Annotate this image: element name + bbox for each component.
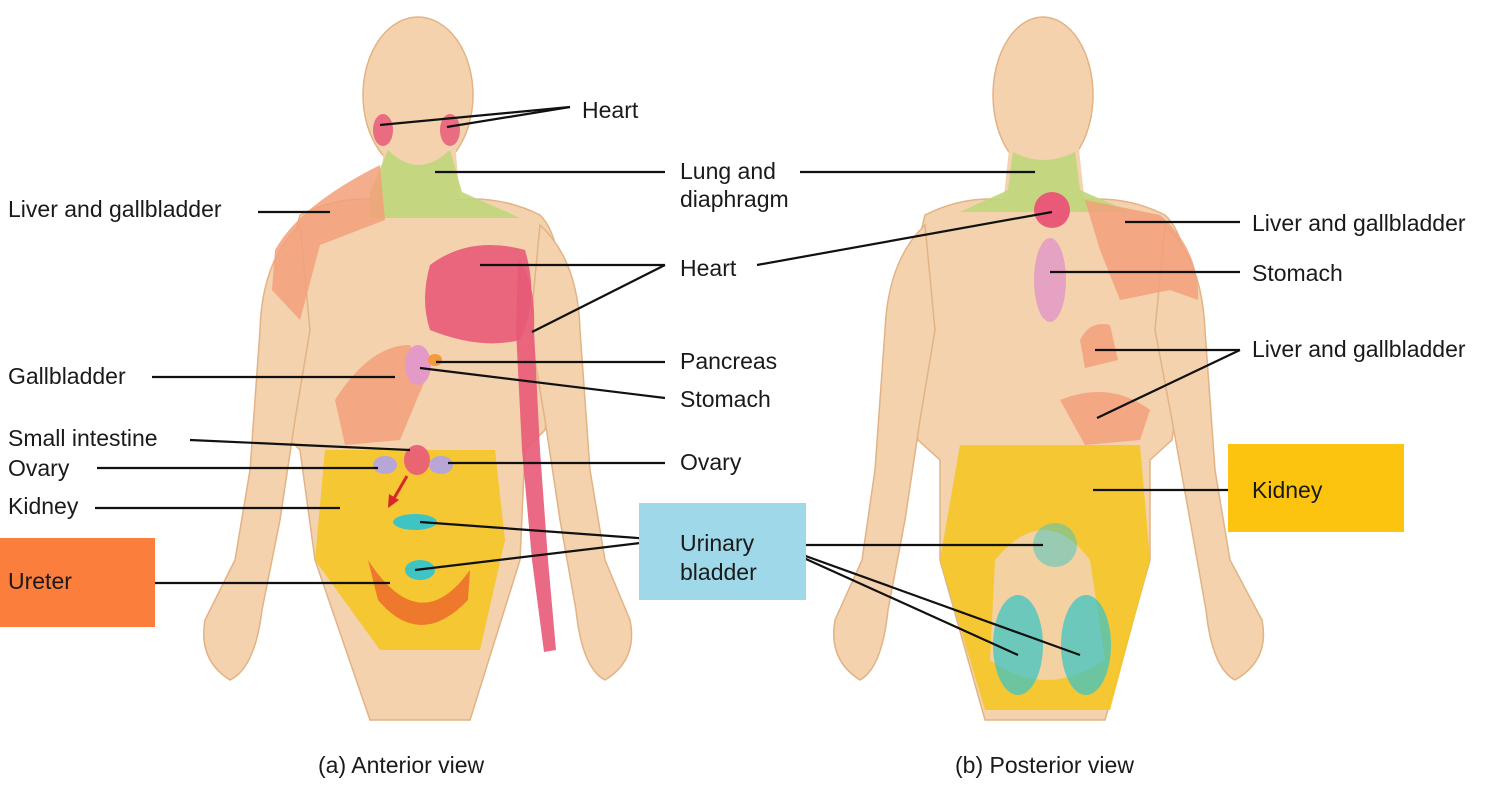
posterior-liver-mid-zone — [1080, 324, 1118, 368]
leader-heart-top-b — [446, 105, 571, 129]
posterior-heart-zone — [1034, 192, 1070, 228]
posterior-leader-lines — [756, 170, 1241, 657]
posterior-figure — [756, 16, 1265, 721]
label-heart-mid: Heart — [680, 255, 737, 281]
label-lung-line1: Lung and — [680, 158, 776, 184]
anterior-stomach-zone — [405, 345, 431, 385]
anterior-small-intestine-zone — [404, 445, 430, 475]
label-ureter: Ureter — [8, 568, 72, 594]
posterior-stomach-zone — [1034, 238, 1066, 322]
anterior-heart-jaw-right — [440, 114, 460, 146]
leader-post-bladder-c — [774, 543, 1081, 657]
anterior-pancreas-zone — [428, 354, 442, 366]
label-liver-gallbladder: Liver and gallbladder — [8, 196, 222, 222]
label-post-liver-mid: Liver and gallbladder — [1252, 336, 1466, 362]
posterior-bladder-zone-right — [1061, 595, 1111, 695]
label-post-liver-top: Liver and gallbladder — [1252, 210, 1466, 236]
anterior-heart-jaw-left — [373, 114, 393, 146]
posterior-lung-diaphragm-zone — [960, 152, 1130, 212]
leader-bladder-b — [414, 538, 666, 572]
anterior-right-arm — [529, 223, 633, 681]
posterior-left-arm — [833, 223, 936, 681]
bladder-highlight-box — [639, 503, 806, 600]
anterior-leader-lines — [95, 105, 666, 585]
label-ovary-left: Ovary — [8, 455, 70, 481]
label-post-kidney: Kidney — [1252, 477, 1323, 503]
anterior-ovary-left-zone — [373, 456, 397, 474]
anterior-lung-diaphragm-zone — [370, 150, 520, 218]
anterior-red-arrow-line — [391, 475, 409, 501]
label-gallbladder: Gallbladder — [8, 363, 126, 389]
posterior-bladder-zone-upper — [1033, 523, 1077, 567]
kidney-highlight-box — [1228, 444, 1404, 532]
label-pancreas: Pancreas — [680, 348, 778, 374]
label-stomach: Stomach — [680, 386, 771, 412]
leader-heart-top-a — [379, 105, 571, 127]
posterior-liver-shoulder-zone — [1085, 200, 1199, 300]
anterior-bladder-zone-upper — [393, 514, 437, 530]
anterior-ovary-right-zone — [429, 456, 453, 474]
caption-posterior-view: (b) Posterior view — [955, 752, 1134, 778]
leader-heart-mid-b — [531, 264, 666, 333]
anterior-ureter-zone — [368, 560, 470, 625]
caption-anterior-view: (a) Anterior view — [318, 752, 485, 778]
anterior-red-arrow-head — [388, 494, 399, 508]
anterior-figure — [95, 16, 666, 721]
label-bladder-line2: bladder — [680, 559, 757, 585]
leader-post-bladder-b — [774, 543, 1019, 657]
posterior-liver-low-zone — [1060, 392, 1150, 445]
anterior-liver-shoulder-zone — [272, 165, 385, 320]
posterior-bladder-zone-left — [993, 595, 1043, 695]
anterior-heart-chest-zone — [425, 245, 532, 344]
leader-post-liver-mid-b — [1096, 349, 1241, 419]
label-bladder-line1: Urinary — [680, 530, 755, 556]
label-small-intestine: Small intestine — [8, 425, 158, 451]
anterior-left-arm — [203, 223, 311, 681]
leader-post-heart — [756, 210, 1053, 267]
leader-bladder-a — [419, 520, 666, 542]
leader-small-intestine — [189, 438, 411, 452]
anterior-gallbladder-zone — [335, 345, 425, 445]
ureter-highlight-box — [0, 538, 155, 627]
leader-stomach — [419, 366, 666, 400]
label-post-stomach: Stomach — [1252, 260, 1343, 286]
label-heart-top: Heart — [582, 97, 639, 123]
label-kidney-anterior: Kidney — [8, 493, 79, 519]
label-ovary-right: Ovary — [680, 449, 742, 475]
label-lung-line2: diaphragm — [680, 186, 789, 212]
